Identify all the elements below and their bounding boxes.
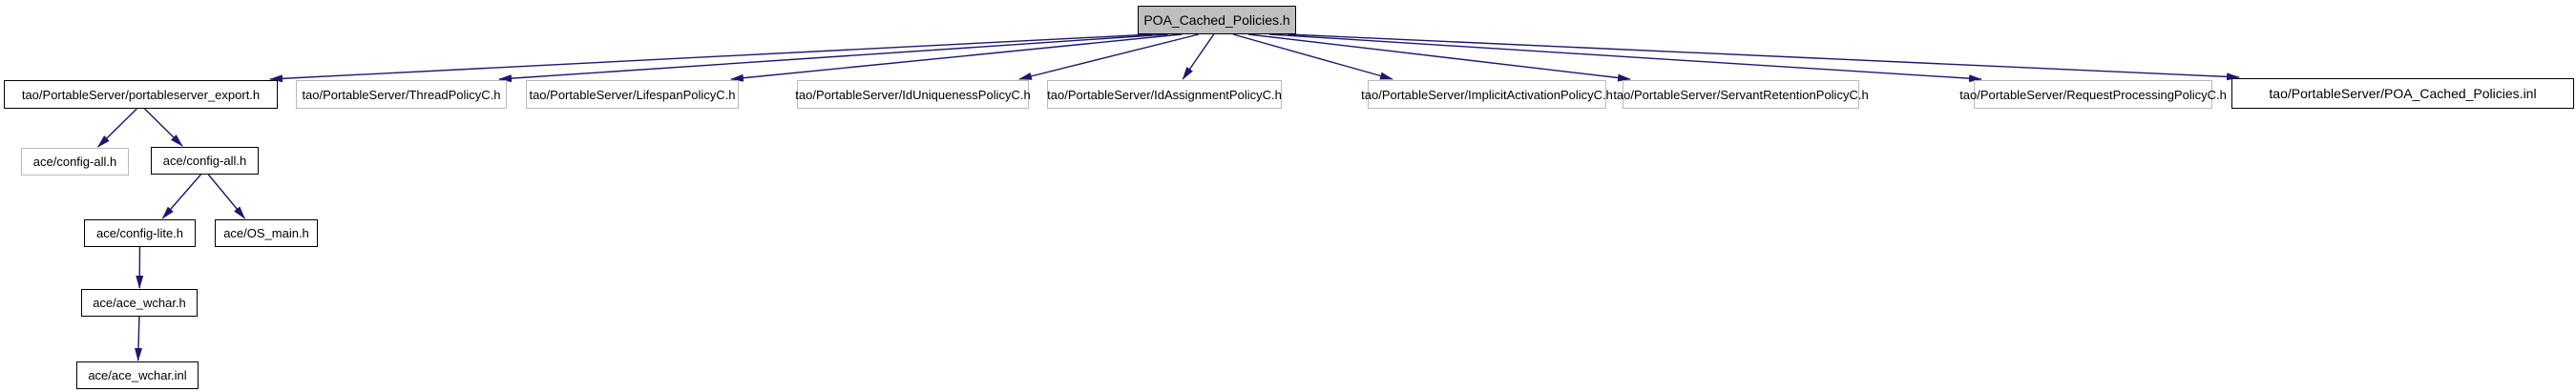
graph-node-requestprocessingpolicyc-h[interactable]: tao/PortableServer/RequestProcessingPoli…: [1959, 80, 2227, 109]
graph-node-servantretentionpolicyc-h[interactable]: tao/PortableServer/ServantRetentionPolic…: [1613, 80, 1869, 109]
graph-node-ace-wchar-h[interactable]: ace/ace_wchar.h: [81, 289, 198, 317]
graph-node-config-all-h-2[interactable]: ace/config-all.h: [151, 147, 259, 175]
graph-node-ace-wchar-inl[interactable]: ace/ace_wchar.inl: [76, 361, 199, 389]
graph-node-os-main-h[interactable]: ace/OS_main.h: [215, 219, 318, 247]
graph-node-implicitactivationpolicyc-h[interactable]: tao/PortableServer/ImplicitActivationPol…: [1361, 80, 1613, 109]
graph-node-portableserver-export-h[interactable]: tao/PortableServer/portableserver_export…: [4, 80, 278, 109]
graph-node-poa-cached-policies-inl[interactable]: tao/PortableServer/POA_Cached_Policies.i…: [2231, 78, 2574, 109]
graph-node-config-lite-h[interactable]: ace/config-lite.h: [84, 219, 196, 247]
graph-node-lifespanpolicyc-h[interactable]: tao/PortableServer/LifespanPolicyC.h: [526, 80, 739, 109]
graph-node-poa-cached-policies-h[interactable]: POA_Cached_Policies.h: [1138, 6, 1296, 34]
graph-node-idassignmentpolicyc-h[interactable]: tao/PortableServer/IdAssignmentPolicyC.h: [1047, 80, 1282, 109]
graph-node-config-all-h-1[interactable]: ace/config-all.h: [21, 148, 129, 175]
graph-node-iduniquenesspolicyc-h[interactable]: tao/PortableServer/IdUniquenessPolicyC.h: [795, 80, 1031, 109]
graph-node-threadpolicyc-h[interactable]: tao/PortableServer/ThreadPolicyC.h: [296, 80, 507, 109]
